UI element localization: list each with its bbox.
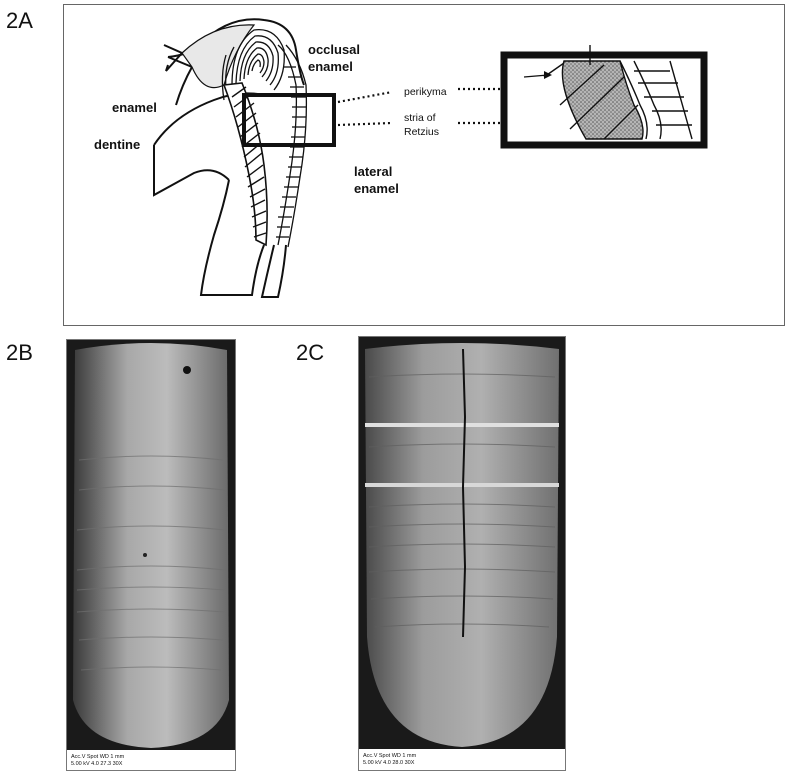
label-lateral-enamel-1: lateral <box>354 164 392 179</box>
sem-micrograph-2b: Acc.V Spot WD 1 mm 5.00 kV 4.0 27.3 30X <box>66 339 236 771</box>
panel-label-2b: 2B <box>6 340 33 366</box>
sem-image-2b: Acc.V Spot WD 1 mm 5.00 kV 4.0 27.3 30X <box>67 340 235 770</box>
sem-2c-scalebar-text-2: 5.00 kV 4.0 28.0 30X <box>363 760 415 766</box>
enamel-cap <box>182 25 254 88</box>
enamel-diagram: occlusal enamel enamel dentine lateral e… <box>64 5 786 327</box>
sem-2c-scalebar-text: Acc.V Spot WD 1 mm <box>363 753 417 759</box>
diagram-panel: occlusal enamel enamel dentine lateral e… <box>63 4 785 326</box>
sem-2b-scalebar-text-2: 5.00 kV 4.0 27.3 30X <box>71 761 123 767</box>
label-occlusal-enamel-2: enamel <box>308 59 353 74</box>
label-dentine: dentine <box>94 137 140 152</box>
label-enamel: enamel <box>112 100 157 115</box>
label-stria-1: stria of <box>404 112 436 124</box>
panel-label-2a: 2A <box>6 8 33 34</box>
label-stria-2: Retzius <box>404 126 439 138</box>
label-occlusal-enamel-1: occlusal <box>308 42 360 57</box>
label-lateral-enamel-2: enamel <box>354 181 399 196</box>
sem-2b-scalebar-text: Acc.V Spot WD 1 mm <box>71 754 125 760</box>
sem-micrograph-2c: Acc.V Spot WD 1 mm 5.00 kV 4.0 28.0 30X <box>358 336 566 771</box>
enlarged-inset <box>504 45 704 145</box>
label-perikyma: perikyma <box>404 86 447 98</box>
panel-label-2c: 2C <box>296 340 324 366</box>
sem-image-2c: Acc.V Spot WD 1 mm 5.00 kV 4.0 28.0 30X <box>359 337 565 770</box>
